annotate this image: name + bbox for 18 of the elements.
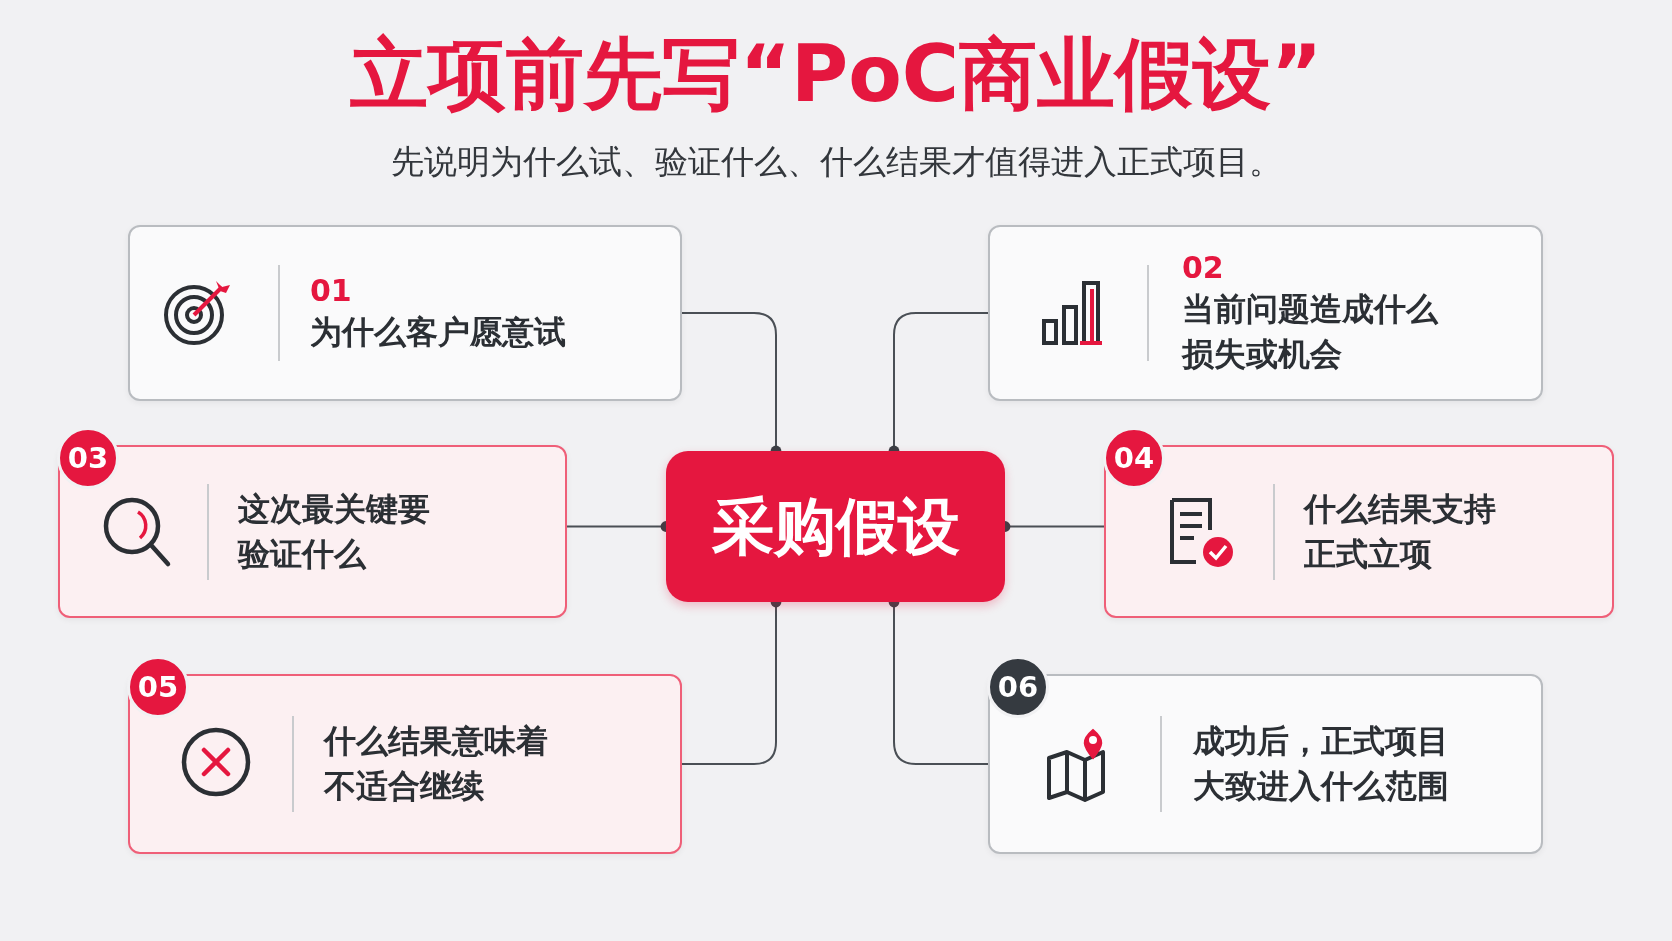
topic-card: [988, 225, 1543, 401]
hub-title: 采购假设: [711, 488, 960, 565]
topic-text: 成功后，正式项目大致进入什么范围: [1193, 720, 1450, 807]
topic-card: [128, 225, 682, 401]
step-number: 01: [310, 271, 353, 310]
number-badge: 03: [57, 427, 119, 489]
step-number: 02: [1182, 249, 1225, 288]
number-badge: 04: [1103, 427, 1165, 489]
subtitle: 先说明为什么试、验证什么、什么结果才值得进入正式项目。: [389, 141, 1283, 183]
number-badge: 06: [987, 656, 1049, 718]
topic-text: 什么结果意味着不适合继续: [324, 720, 549, 807]
title: 立项前先写“PoC商业假设”: [348, 28, 1324, 121]
number-badge: 05: [127, 656, 189, 718]
hub-box: [666, 451, 1005, 602]
topic-text: 当前问题造成什么损失或机会: [1182, 289, 1440, 376]
topic-text: 这次最关键要验证什么: [238, 488, 431, 575]
topic-text: 为什么客户愿意试: [310, 311, 567, 353]
topic-text: 什么结果支持正式立项: [1304, 488, 1497, 575]
